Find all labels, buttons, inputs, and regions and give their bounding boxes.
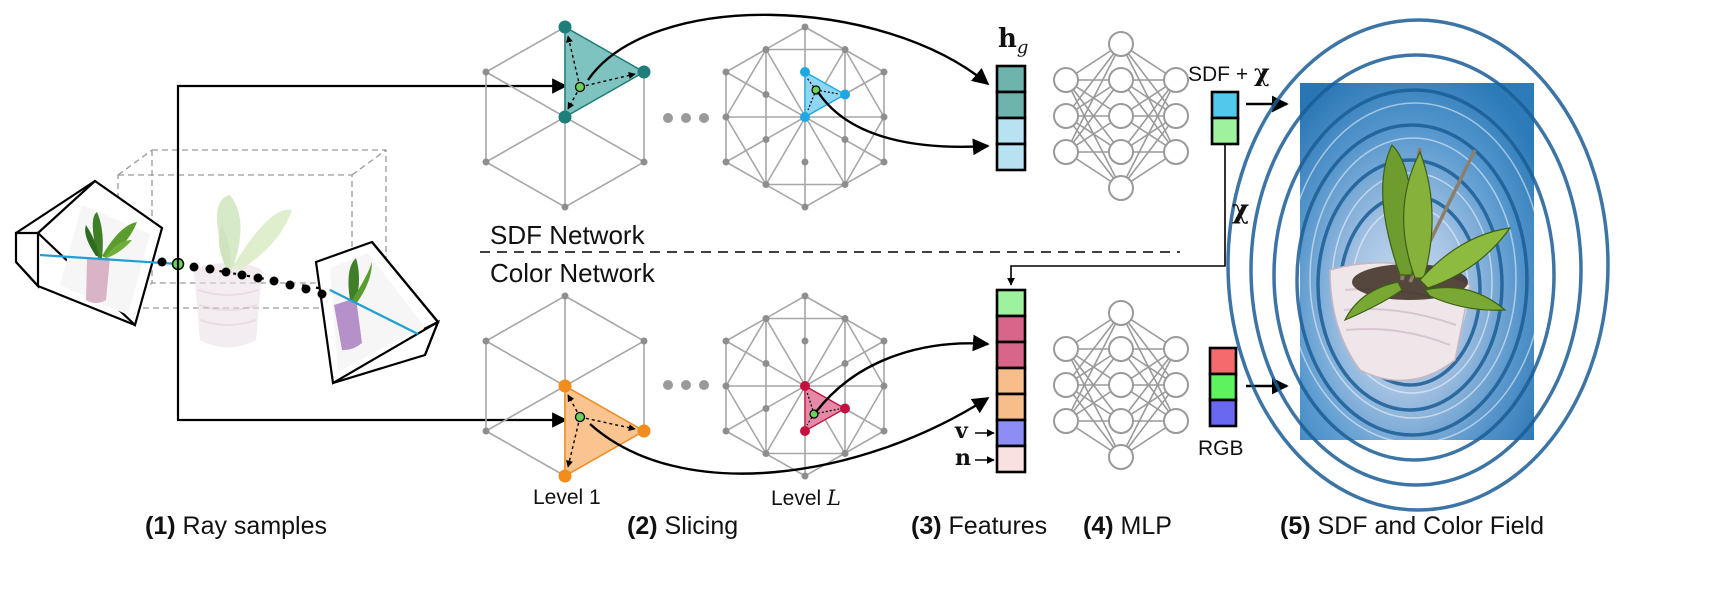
sdf-chi-symbol: χ (1253, 58, 1270, 87)
mlp-connection (1065, 312, 1122, 422)
level-L-label: Level L (771, 486, 841, 511)
ray-sample-points (157, 257, 327, 299)
level-L-prefix: Level (771, 487, 828, 510)
caption-4-text: MLP (1120, 512, 1172, 540)
caption-1-num: (1) (145, 512, 176, 540)
caption-3-num: (3) (911, 512, 942, 540)
mlp-node (1053, 336, 1079, 362)
mlp-connection (1120, 384, 1177, 458)
caption-mlp: (4) MLP (1083, 512, 1172, 541)
mlp-node (1108, 67, 1134, 93)
mlp-connection (1120, 348, 1177, 458)
rgb-output-column (1208, 346, 1238, 428)
mlp-node (1108, 408, 1134, 434)
hg-subscript: g (1016, 37, 1029, 59)
caption-slicing: (2) Slicing (627, 512, 738, 541)
mlp-node (1053, 103, 1079, 129)
chi-label: χ (1232, 195, 1250, 225)
sdf-feature-column (995, 64, 1027, 172)
sdf-network-label: SDF Network (490, 220, 645, 250)
caption-4-num: (4) (1083, 512, 1114, 540)
mlp-connection (1120, 79, 1177, 153)
caption-2-num: (2) (627, 512, 658, 540)
mlp-connection (1065, 43, 1122, 153)
caption-5-text: SDF and Color Field (1317, 512, 1544, 540)
mlp-connection (1065, 79, 1122, 153)
mlp-node (1108, 139, 1134, 165)
feature-arrows (587, 13, 990, 475)
mlp-node (1108, 372, 1134, 398)
mlp-node (1163, 336, 1189, 362)
mlp-node (1163, 408, 1189, 434)
ray-samples-illustration (14, 149, 441, 385)
mlp-node (1053, 372, 1079, 398)
sdf-output-column (1210, 90, 1240, 146)
color-mlp (1053, 300, 1189, 470)
level-1-label: Level 1 (533, 486, 601, 509)
mlp-node (1163, 372, 1189, 398)
ellipsis-dots (663, 113, 709, 390)
mlp-connection (1120, 115, 1177, 189)
caption-features: (3) Features (911, 512, 1047, 541)
sdf-chi-label: SDF + χ (1188, 58, 1270, 87)
rgb-label: RGB (1198, 437, 1244, 460)
mlp-connection (1120, 79, 1177, 189)
bottom-levelL-grid (722, 292, 888, 480)
v-label: v (955, 418, 968, 444)
mlp-node (1163, 103, 1189, 129)
n-label: n (955, 445, 971, 471)
sdf-chi-text: SDF + (1188, 63, 1254, 86)
mlp-connection (1065, 312, 1122, 386)
top-levelL-grid (722, 23, 888, 211)
top-level1-grid (482, 20, 651, 211)
caption-ray-samples: (1) Ray samples (145, 512, 327, 541)
mlp-node (1108, 31, 1134, 57)
mlp-node (1108, 336, 1134, 362)
hg-label: hg (998, 24, 1028, 58)
mlp-node (1053, 139, 1079, 165)
caption-sdf-color-field: (5) SDF and Color Field (1280, 512, 1544, 541)
mlp-connection (1065, 43, 1122, 117)
mlp-node (1108, 175, 1134, 201)
mlp-node (1108, 300, 1134, 326)
sdf-color-field-image (1226, 18, 1610, 512)
mlp-node (1163, 67, 1189, 93)
sdf-mlp (1053, 31, 1189, 201)
sample-connector (176, 78, 568, 428)
mlp-node (1053, 408, 1079, 434)
caption-1-text: Ray samples (182, 512, 328, 540)
caption-5-num: (5) (1280, 512, 1311, 540)
level-L-symbol: L (827, 486, 841, 510)
mlp-connection (1120, 348, 1177, 422)
bottom-level1-grid (482, 292, 651, 483)
color-feature-column (995, 288, 1027, 474)
center-object (194, 195, 292, 348)
mlp-node (1163, 139, 1189, 165)
mlp-node (1108, 103, 1134, 129)
caption-3-text: Features (948, 512, 1048, 540)
color-network-label: Color Network (490, 258, 655, 288)
vn-arrows (975, 429, 995, 464)
mlp-node (1108, 444, 1134, 470)
caption-2-text: Slicing (664, 512, 739, 540)
chi-feedback-arrow (1007, 144, 1226, 286)
mlp-node (1053, 67, 1079, 93)
hg-symbol: h (998, 24, 1017, 54)
mlp-connection (1065, 348, 1122, 422)
